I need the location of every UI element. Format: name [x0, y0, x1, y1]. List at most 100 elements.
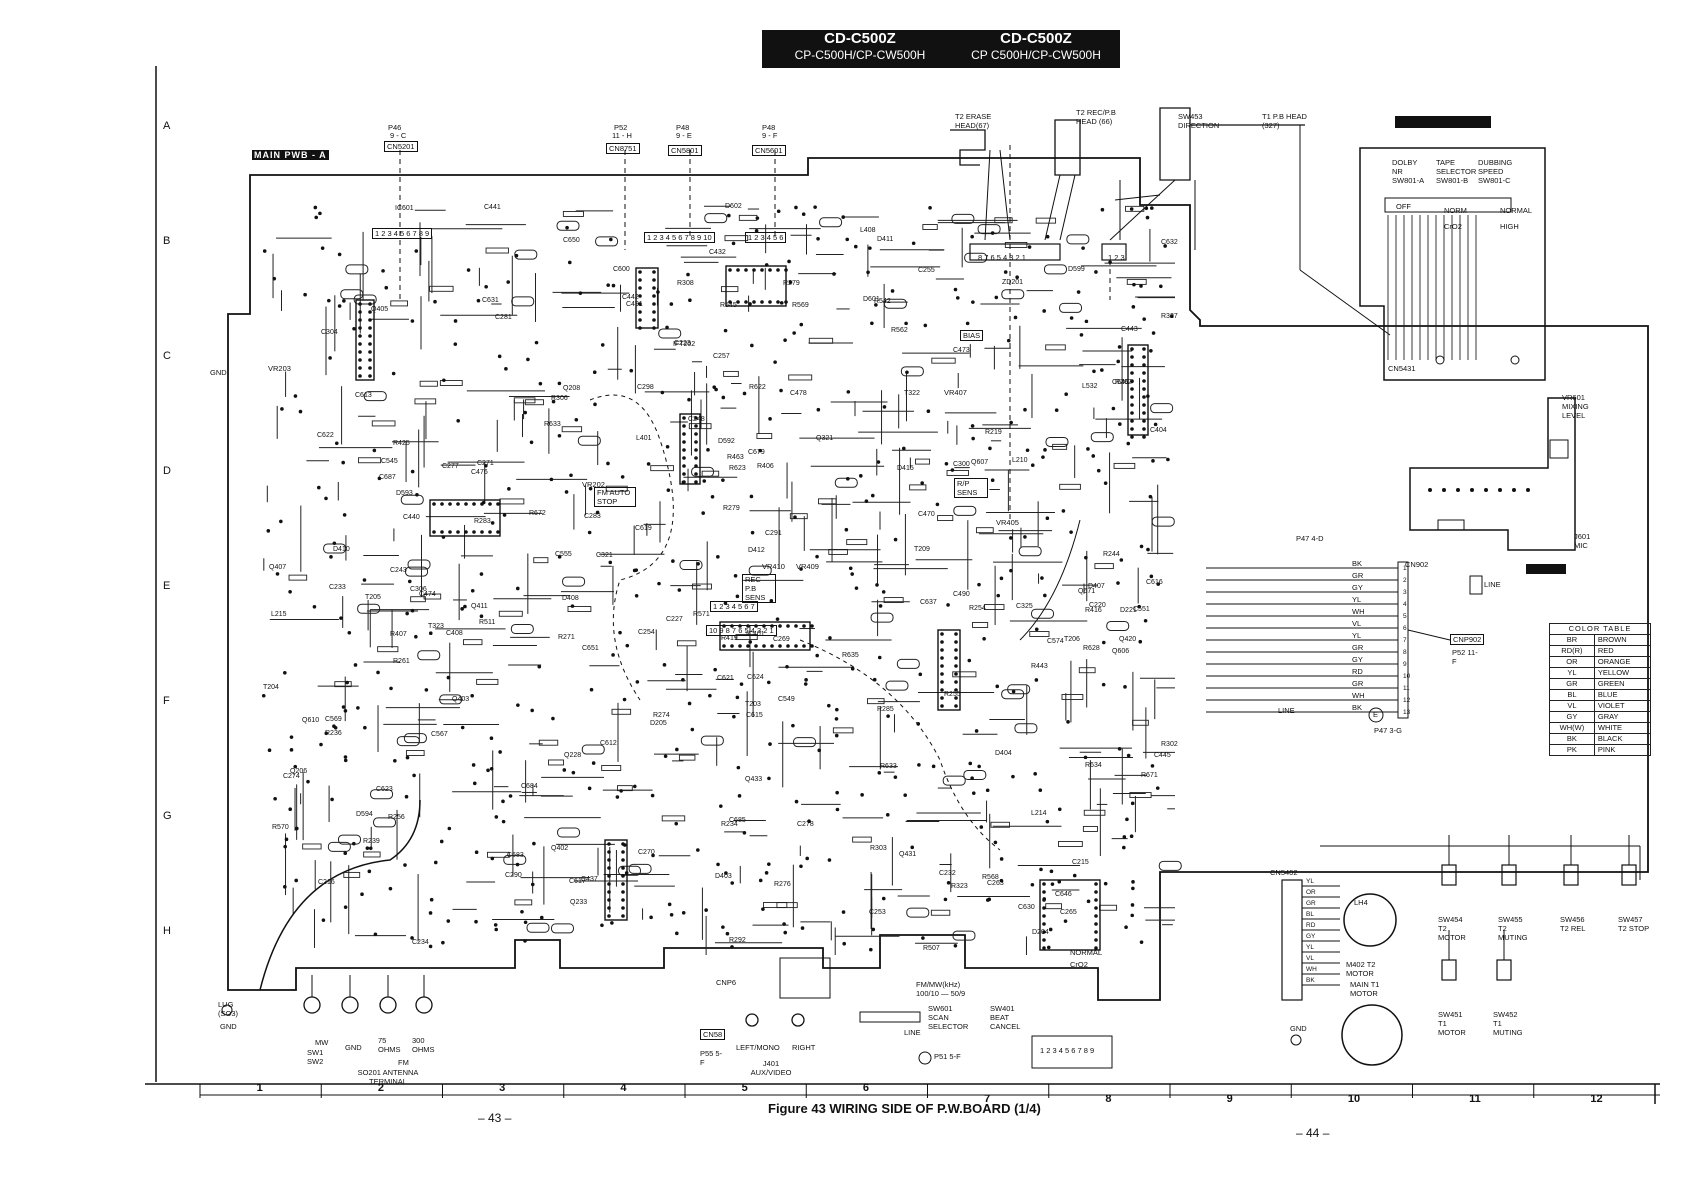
harness-wire-color: YL — [1352, 631, 1362, 640]
pad — [463, 604, 467, 609]
ic-pin — [694, 456, 698, 460]
pad — [1076, 290, 1081, 294]
pad — [1100, 207, 1105, 212]
component-ref: L532 — [1082, 383, 1098, 390]
pad — [805, 856, 810, 861]
ic-pin — [794, 624, 798, 628]
p47-ref-2: P47 3-G — [1374, 726, 1402, 735]
pad — [1023, 535, 1027, 539]
component-ref: C646 — [1055, 891, 1072, 898]
component-ref: R279 — [783, 280, 800, 287]
ic-pin — [1094, 914, 1098, 918]
pad — [921, 936, 925, 940]
pad — [950, 468, 955, 472]
pad — [466, 268, 471, 272]
pad — [1086, 447, 1090, 451]
antenna-lead — [259, 799, 421, 991]
pad — [1123, 685, 1127, 689]
component-ref: T206 — [1064, 636, 1080, 643]
component-ref: Q610 — [302, 717, 320, 724]
ic-3 — [1127, 344, 1149, 436]
color-name: BLUE — [1593, 689, 1652, 701]
resistor — [567, 606, 592, 612]
ic-pin — [784, 268, 788, 272]
component-ref: D592 — [718, 438, 735, 445]
transistor — [1018, 546, 1042, 557]
grid-row-A: A — [163, 120, 171, 132]
pad — [748, 302, 752, 306]
resistor — [377, 646, 399, 653]
pad — [803, 682, 808, 686]
transistor — [963, 769, 987, 780]
component-ref: Q420 — [1119, 636, 1137, 643]
ic-pin — [448, 502, 452, 506]
pad — [1079, 333, 1084, 337]
pad — [775, 617, 780, 621]
pad — [955, 296, 960, 300]
pad — [303, 292, 307, 297]
grid-col-12: 12 — [1590, 1093, 1603, 1105]
pad — [1119, 558, 1124, 562]
ic-pin — [682, 464, 686, 468]
pad — [471, 763, 476, 767]
pad — [635, 680, 640, 684]
pad — [875, 583, 879, 587]
ic-pin — [1142, 419, 1146, 423]
ic-pin — [694, 448, 698, 452]
selector-switch-row — [1384, 197, 1512, 213]
pad — [953, 943, 958, 948]
ic-pin — [1130, 363, 1134, 367]
color-name: BROWN — [1593, 634, 1652, 646]
pad — [687, 397, 691, 402]
pad — [298, 409, 303, 414]
pad — [971, 436, 975, 441]
pad — [903, 793, 908, 797]
component-ref: R306 — [551, 395, 568, 402]
pad — [716, 862, 720, 867]
pad — [723, 601, 728, 605]
boxed-normal: NORMAL — [1070, 948, 1103, 957]
conn-p46-loc: 9 - C — [390, 131, 407, 140]
ic-pin — [1094, 930, 1098, 934]
harness-wire-color: VL — [1352, 619, 1362, 628]
pad — [999, 878, 1004, 883]
pad — [1057, 879, 1062, 884]
pad — [313, 205, 318, 210]
pad — [1124, 925, 1128, 930]
transistor — [357, 603, 381, 614]
cn5402-wire-color: YL — [1306, 944, 1314, 951]
pad — [324, 496, 328, 501]
harness-wire-color: YL — [1352, 595, 1362, 604]
transistor — [340, 289, 364, 300]
ic-pin — [1130, 411, 1134, 415]
pad — [474, 850, 479, 855]
harness-pin-number: 6 — [1403, 625, 1407, 632]
pad — [1066, 720, 1070, 724]
component-ref: C630 — [1018, 904, 1035, 911]
component-ref: R234 — [721, 821, 738, 828]
pad — [990, 231, 995, 235]
resistor — [990, 821, 1010, 828]
ic-pin — [954, 704, 958, 708]
pad — [1117, 345, 1122, 349]
pins-cnp801: 1 2 3 4 5 6 7 8 9 10 — [644, 232, 715, 243]
harness-pin-number: 1 — [1403, 565, 1407, 572]
pad — [882, 405, 887, 409]
grid-col-1: 1 — [256, 1082, 263, 1094]
pad — [289, 735, 294, 739]
component-ref: D403 — [715, 873, 732, 880]
pad — [988, 446, 992, 451]
transistor — [951, 213, 975, 224]
pad — [377, 476, 382, 481]
pad — [1122, 845, 1126, 850]
component-ref: C290 — [505, 872, 522, 879]
component-ref: C254 — [638, 629, 655, 636]
transistor — [396, 736, 420, 747]
ic-pin — [638, 278, 642, 282]
figure-caption: Figure 43 WIRING SIDE OF P.W.BOARD (1/4) — [768, 1101, 1041, 1116]
component-ref: D415 — [897, 465, 914, 472]
transistor — [581, 744, 605, 755]
ic-pin — [368, 310, 372, 314]
pad — [827, 703, 831, 708]
